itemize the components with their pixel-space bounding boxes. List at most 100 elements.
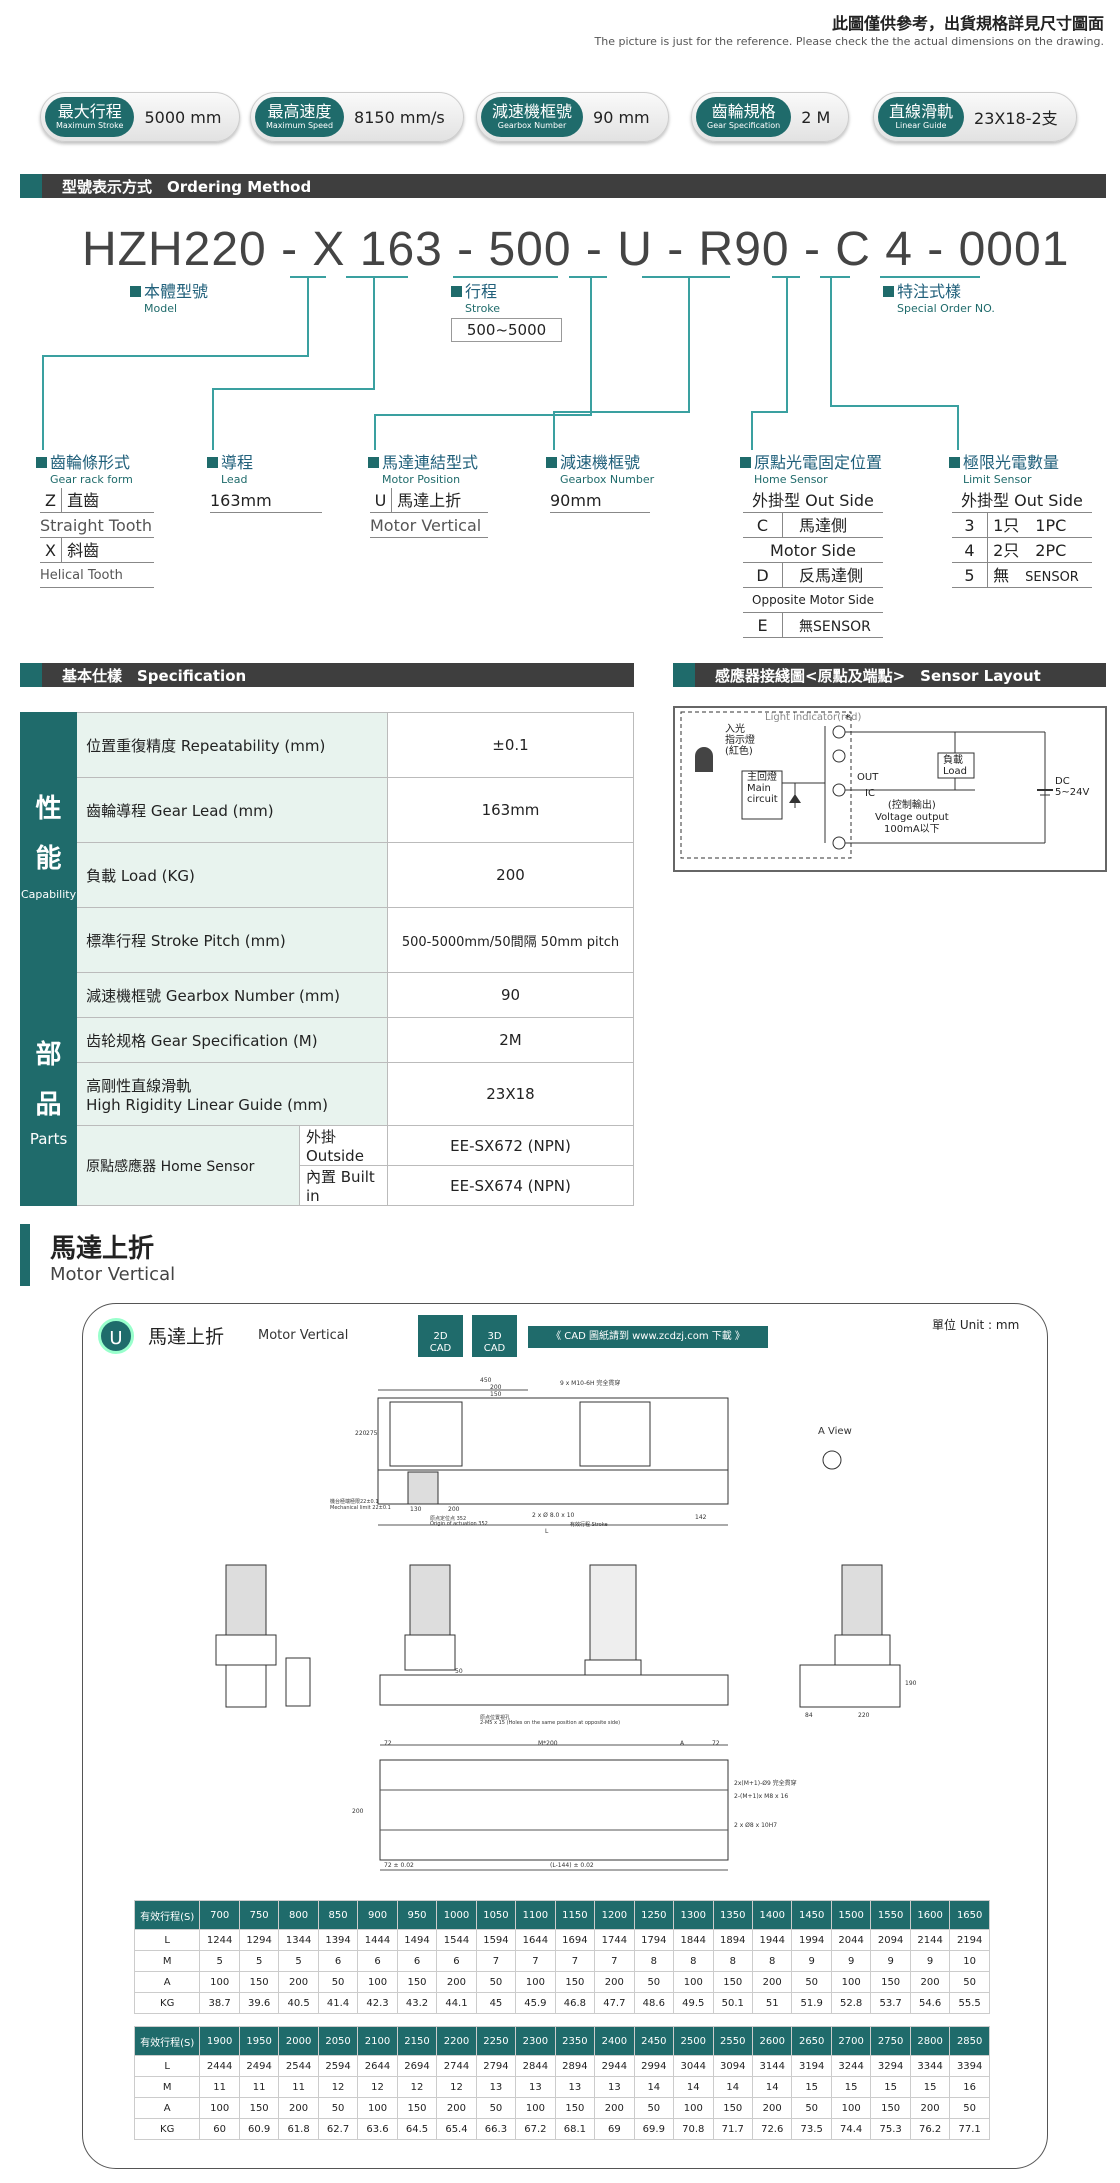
dim-text: 2 x Ø8 x 10H7 <box>734 1822 778 1829</box>
table-cell: 3244 <box>830 2055 872 2077</box>
table-cell: 50 <box>633 1971 675 1993</box>
spec-key: 標準行程 Stroke Pitch (mm) <box>76 907 388 973</box>
table-cell: 13 <box>554 2076 596 2098</box>
dim-text: 220 <box>858 1712 870 1719</box>
indicator-label: 入光指示燈(紅色) <box>725 724 755 757</box>
table-cell: 有效行程(S) <box>133 1900 201 1930</box>
home-sensor-option-d: D 反馬達側 <box>743 563 883 588</box>
table-cell: 200 <box>909 1971 951 1993</box>
spec-title: 基本仕樣 Specification <box>62 666 247 685</box>
table-cell: 8 <box>673 1950 714 1972</box>
table-cell: 50 <box>633 2097 675 2119</box>
pill-label: 最大行程 <box>57 102 122 121</box>
table-cell: 1350 <box>712 1900 753 1930</box>
spec-value: EE-SX674 (NPN) <box>387 1165 634 1206</box>
technical-drawing <box>215 1389 901 1871</box>
table-cell: 2150 <box>396 2026 438 2056</box>
table-cell: 2500 <box>673 2026 714 2056</box>
gear-rack-option-x: X 斜齒 <box>40 538 154 563</box>
table-cell: 1894 <box>712 1929 753 1951</box>
table-cell: 50 <box>475 1971 517 1993</box>
table-cell: 2094 <box>870 1929 911 1951</box>
table-cell: 200 <box>594 2097 635 2119</box>
table-cell: 1544 <box>436 1929 477 1951</box>
dim-text: 2-(M+1)x M8 x 16 <box>734 1793 789 1800</box>
dim-text: 9 x M10-6H 完全貫穿 <box>560 1380 621 1387</box>
dim-text: L <box>545 1528 549 1535</box>
dim-text: 190 <box>905 1680 917 1687</box>
pill-label-en: Gearbox Number <box>497 121 567 130</box>
table-cell: 2050 <box>317 2026 359 2056</box>
table-cell: 51 <box>751 1992 793 2014</box>
ordering-section-bar: 型號表示方式 Ordering Method <box>20 174 1106 198</box>
a-view-label: A View <box>818 1426 852 1437</box>
table-cell: 200 <box>436 2097 477 2119</box>
table-cell: 1394 <box>317 1929 359 1951</box>
table-cell: 67.2 <box>515 2118 556 2140</box>
motor-vertical-title: 馬達上折 <box>50 1234 155 1264</box>
dim-text: 2x(M+1)-Ø9 完全貫穿 <box>734 1780 797 1787</box>
table-cell: 150 <box>712 2097 753 2119</box>
pill-value: 8150 mm/s <box>354 107 445 127</box>
table-cell: 200 <box>278 2097 319 2119</box>
table-cell: 2694 <box>396 2055 438 2077</box>
table-cell: 1000 <box>436 1900 477 1930</box>
table-cell: 6 <box>357 1950 398 1972</box>
table-cell: 150 <box>554 1971 596 1993</box>
table-cell: 3144 <box>751 2055 793 2077</box>
table-cell: 12 <box>317 2076 359 2098</box>
reference-notice: 此圖僅供參考，出貨規格詳見尺寸圖面 The picture is just fo… <box>595 10 1104 48</box>
table-cell: 74.4 <box>830 2118 872 2140</box>
table-cell: 1344 <box>278 1929 319 1951</box>
table-cell: 61.8 <box>278 2118 319 2140</box>
table-cell: 6 <box>436 1950 477 1972</box>
dim-text: 2-M5 x 15 (Holes on the same position at… <box>480 1720 621 1726</box>
sensor-section-bar: 感應器接綫圖<原點及端點> Sensor Layout <box>673 663 1106 687</box>
table-cell: 50 <box>475 2097 517 2119</box>
table-cell: 2044 <box>830 1929 872 1951</box>
notice-en: The picture is just for the reference. P… <box>594 35 1104 48</box>
limit-sensor-outside: 外掛型 Out Side <box>952 488 1092 513</box>
home-sensor-motor-side: Motor Side <box>743 538 883 563</box>
dim-text: 220 <box>355 1430 367 1437</box>
table-cell: 2994 <box>633 2055 675 2077</box>
table-cell: 9 <box>830 1950 872 1972</box>
pill-value: 2 M <box>801 107 831 127</box>
table-cell: 1900 <box>199 2026 240 2056</box>
gearbox-value: 90mm <box>550 488 650 513</box>
table-cell: 49.5 <box>673 1992 714 2014</box>
notice-zh: 此圖僅供參考，出貨規格詳見尺寸圖面 <box>831 14 1104 33</box>
table-cell: 45 <box>475 1992 517 2014</box>
table-cell: 47.7 <box>594 1992 635 2014</box>
gear-rack-option-z-en: Straight Tooth <box>40 513 154 538</box>
table-cell: 2850 <box>949 2026 990 2056</box>
home-sensor-option-e: E 無SENSOR <box>743 613 883 638</box>
table-cell: 15 <box>870 2076 911 2098</box>
table-cell: 11 <box>199 2076 240 2098</box>
light-indicator-label: Light indicator(red) <box>765 712 862 723</box>
table-cell: 有效行程(S) <box>133 2026 201 2056</box>
cad-download-link[interactable]: 《 CAD 圖紙請到 www.zcdzj.com 下載 》 <box>528 1326 768 1348</box>
table-cell: 3344 <box>909 2055 951 2077</box>
table-cell: 1294 <box>238 1929 280 1951</box>
gear-rack-option-x-en: Helical Tooth <box>40 563 154 588</box>
table-cell: 1244 <box>199 1929 240 1951</box>
table-cell: 12 <box>396 2076 438 2098</box>
dim-text: 450 <box>480 1377 492 1384</box>
table-cell: 50 <box>791 2097 832 2119</box>
table-cell: 100 <box>357 2097 398 2119</box>
home-sensor-opposite: Opposite Motor Side <box>743 588 883 613</box>
table-cell: 2800 <box>909 2026 951 2056</box>
dim-text: 50 <box>455 1668 463 1675</box>
table-cell: 5 <box>238 1950 280 1972</box>
